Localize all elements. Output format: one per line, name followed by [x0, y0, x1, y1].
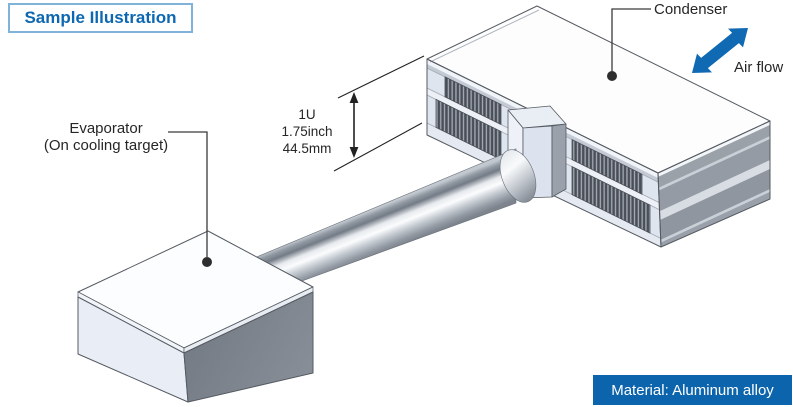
heat-pipe	[249, 148, 537, 301]
evaporator-label-line2: (On cooling target)	[43, 137, 169, 154]
sample-illustration-badge: Sample Illustration	[8, 3, 193, 33]
evaporator-body	[77, 230, 314, 403]
dimension-line-1u: 1U	[298, 107, 316, 122]
evaporator-label-line1: Evaporator	[69, 120, 143, 137]
evaporator-label: Evaporator (On cooling target)	[16, 120, 196, 154]
air-flow-arrow-icon	[692, 28, 748, 73]
condenser-leader-dot	[607, 71, 617, 81]
height-dimension	[333, 55, 425, 172]
evaporator-leader-dot	[202, 257, 212, 267]
dimension-line-inch: 1.75inch	[281, 124, 333, 139]
height-dimension-label: 1U 1.75inch 44.5mm	[262, 106, 352, 157]
air-flow-label: Air flow	[734, 59, 784, 76]
material-note: Material: Aluminum alloy	[593, 375, 792, 405]
evaporator-leader-line	[168, 131, 212, 267]
dimension-line-mm: 44.5mm	[282, 141, 332, 156]
condenser-body	[426, 5, 771, 248]
condenser-fins	[435, 76, 651, 234]
condenser-label: Condenser	[654, 1, 728, 18]
condenser-leader-line	[607, 8, 651, 81]
